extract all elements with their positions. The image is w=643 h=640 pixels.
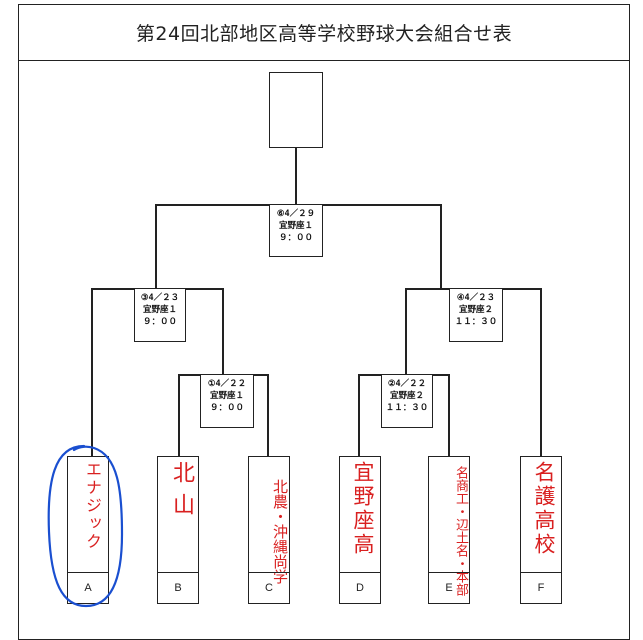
match-semi-right-venue: 宜野座２ (458, 305, 493, 315)
team-slot-e: 名商工・辺土名・本部 E (428, 456, 470, 604)
team-slot-f: 名護高校 F (520, 456, 562, 604)
page-title: 第24回北部地区高等学校野球大会組合せ表 (135, 23, 513, 45)
connector-qf-left-c (267, 374, 269, 456)
team-e-label: E (429, 572, 469, 603)
connector-semi-right-qf (405, 288, 407, 374)
connector-semi-right-f (540, 288, 542, 456)
connector-final-down (295, 148, 297, 204)
team-slot-c: 北農・沖縄尚学 C (248, 456, 290, 604)
bracket-sheet: 第24回北部地区高等学校野球大会組合せ表 ⑥4／２９ 宜野座１ ９：００ ③4／… (18, 4, 630, 640)
match-semi-left-venue: 宜野座１ (142, 305, 177, 315)
match-final-time: ９：００ (278, 233, 313, 243)
connector-final-right (440, 204, 442, 288)
hand-drawn-circle-annotation (47, 444, 124, 608)
connector-qf-left-b (178, 374, 180, 456)
match-final-date: ⑥4／２９ (276, 209, 316, 219)
team-slot-d: 宜野座高 D (339, 456, 381, 604)
match-semi-right-date: ④4／２３ (456, 293, 496, 303)
match-semi-left-date: ③4／２３ (140, 293, 180, 303)
match-semi-right-time: １１：３０ (454, 317, 498, 327)
match-qf-left-venue: 宜野座１ (209, 391, 244, 401)
match-semi-left-time: ９：００ (142, 317, 177, 327)
team-slot-a: エナジック A (67, 456, 109, 604)
team-c-label: C (249, 572, 289, 603)
match-semi-right-info: ④4／２３ 宜野座２ １１：３０ (449, 288, 503, 342)
match-qf-right-venue: 宜野座２ (389, 391, 424, 401)
match-qf-right-info: ②4／２２ 宜野座２ １１：３０ (381, 374, 433, 428)
connector-qf-right-e (448, 374, 450, 456)
team-d-label: D (340, 572, 380, 603)
connector-final-left (155, 204, 157, 288)
team-a-label: A (68, 572, 108, 603)
team-b-name: 北山 (169, 461, 194, 525)
match-final-info: ⑥4／２９ 宜野座１ ９：００ (269, 204, 323, 257)
match-qf-left-info: ①4／２２ 宜野座１ ９：００ (200, 374, 254, 428)
team-e-name: 名商工・辺土名・本部 (453, 466, 468, 596)
team-f-name: 名護高校 (532, 461, 556, 557)
match-qf-left-time: ９：００ (209, 403, 244, 413)
team-c-name: 北農・沖縄尚学 (271, 478, 289, 584)
connector-semi-left-qf (222, 288, 224, 374)
match-qf-right-time: １１：３０ (385, 403, 429, 413)
team-b-label: B (158, 572, 198, 603)
team-d-name: 宜野座高 (351, 461, 375, 557)
champion-box (269, 72, 323, 148)
match-qf-left-date: ①4／２２ (207, 379, 247, 389)
match-semi-left-info: ③4／２３ 宜野座１ ９：００ (134, 288, 186, 342)
connector-qf-right-d (358, 374, 360, 456)
title-box: 第24回北部地区高等学校野球大会組合せ表 (18, 4, 630, 60)
team-slot-b: 北山 B (157, 456, 199, 604)
team-a-name: エナジック (83, 461, 102, 551)
match-qf-right-date: ②4／２２ (387, 379, 427, 389)
match-final-venue: 宜野座１ (278, 221, 313, 231)
team-f-label: F (521, 572, 561, 603)
connector-semi-left-a (91, 288, 93, 456)
